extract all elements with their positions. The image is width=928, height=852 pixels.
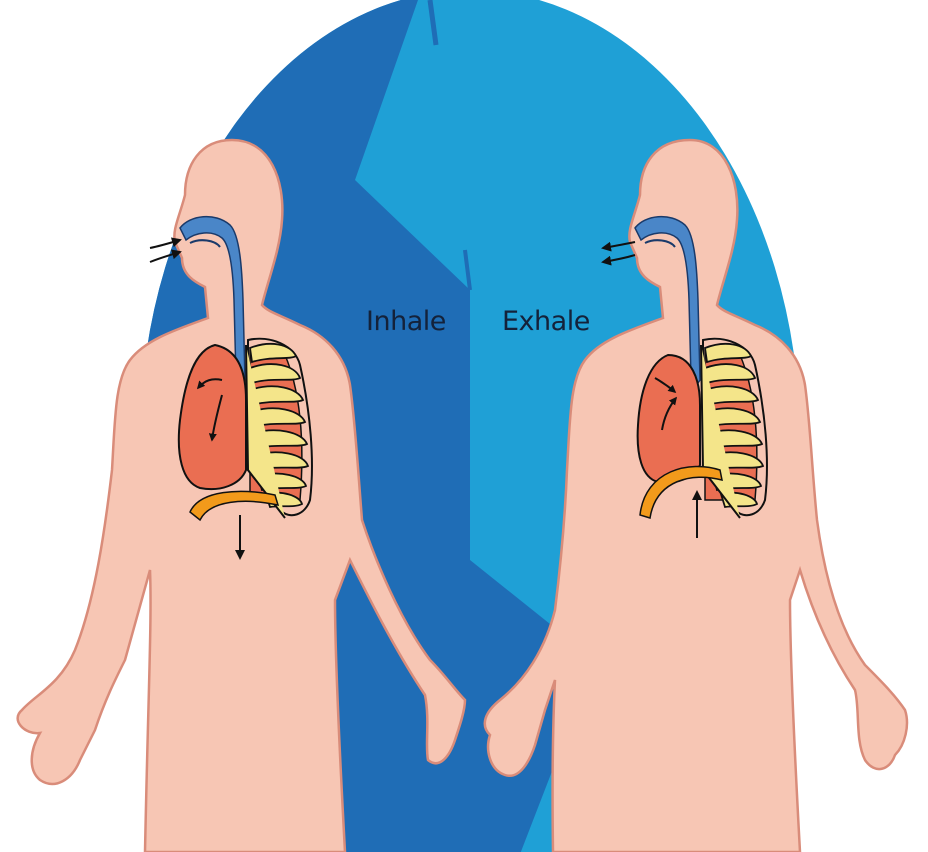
exhale-label: Exhale [502, 306, 590, 337]
inhale-label: Inhale [366, 306, 446, 337]
